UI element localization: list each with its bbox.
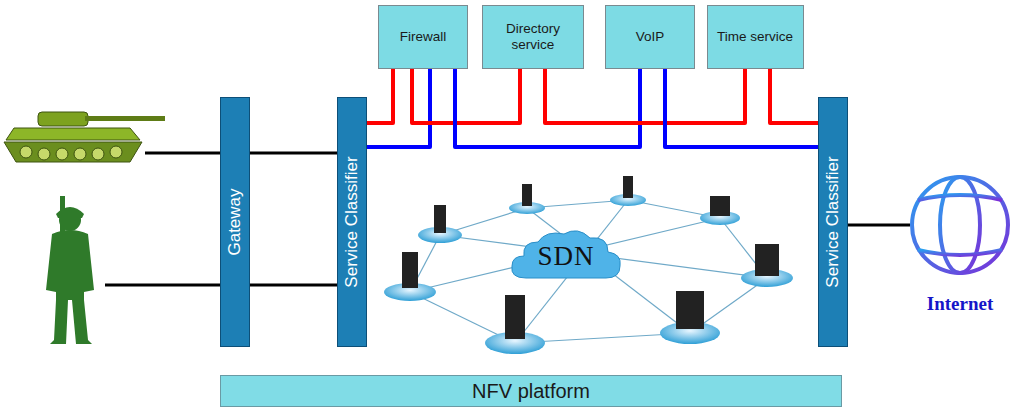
- node-text: Time service: [713, 29, 797, 45]
- service-chain-link: [367, 69, 393, 123]
- service-chain-link: [250, 284, 337, 287]
- classifier-band: Service Classifier: [818, 97, 848, 347]
- wire: [848, 224, 910, 227]
- wire: [105, 284, 220, 287]
- service-box: Firewall: [378, 5, 468, 69]
- wire: [145, 152, 220, 155]
- server-icons: [384, 176, 793, 354]
- service-chain-link: [545, 69, 745, 123]
- tank-icon: [4, 112, 165, 162]
- icon-label: Internet: [927, 293, 993, 315]
- node-text: Directory service: [483, 21, 583, 53]
- node-text: Service Classifier: [823, 156, 843, 287]
- service-chain-link: [770, 69, 818, 123]
- service-chain-link: [412, 69, 520, 123]
- node-text: SDN: [537, 241, 594, 272]
- network-links: [410, 200, 767, 343]
- service-box: Directory service: [482, 5, 584, 69]
- node-text: NFV platform: [472, 380, 590, 403]
- node-text: Service Classifier: [342, 156, 362, 287]
- gateway-band: Gateway: [220, 97, 250, 347]
- platform-bar: NFV platform: [220, 375, 842, 407]
- service-chain-link: [367, 69, 430, 147]
- classifier-band: Service Classifier: [337, 97, 367, 347]
- node-text: Firewall: [396, 29, 451, 45]
- service-chain-link: [250, 152, 337, 155]
- service-chain-link: [665, 69, 818, 147]
- sdn-cloud: SDN: [508, 228, 624, 284]
- service-chain-link: [455, 69, 640, 147]
- globe-icon: [912, 177, 1008, 273]
- soldier-icon: [46, 196, 94, 344]
- node-text: VoIP: [632, 29, 669, 45]
- node-text: Gateway: [225, 188, 245, 255]
- service-box: Time service: [707, 5, 804, 69]
- service-box: VoIP: [605, 5, 695, 69]
